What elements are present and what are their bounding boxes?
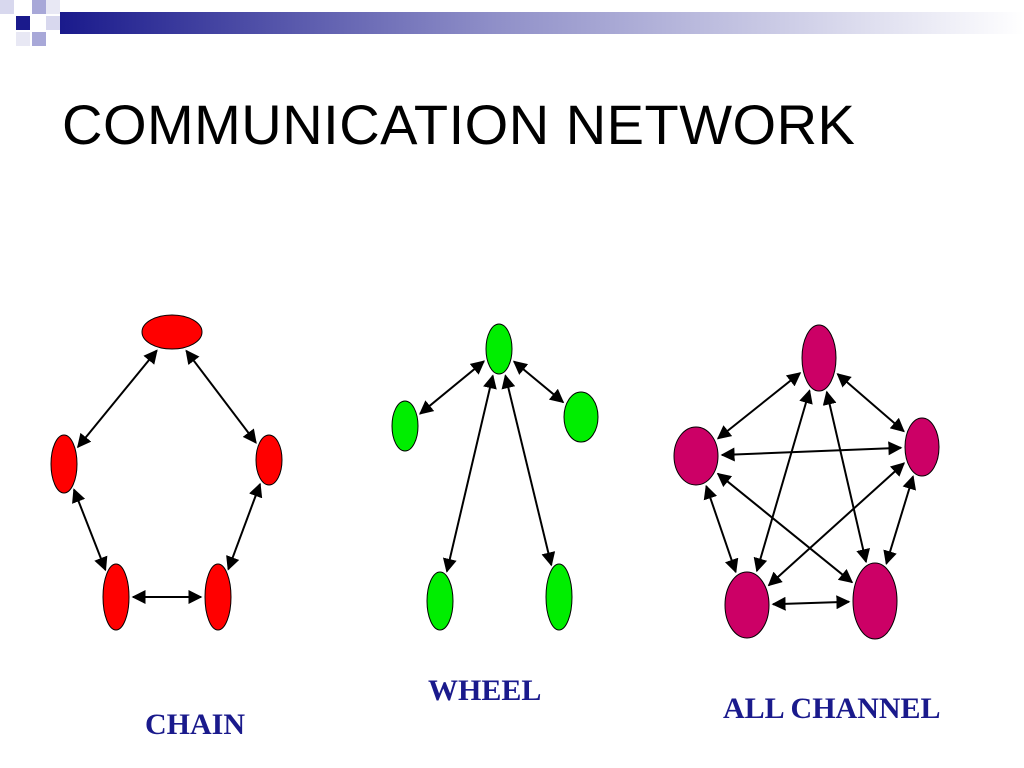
wheel-label: WHEEL xyxy=(428,674,542,707)
wheel-link xyxy=(501,374,556,567)
slide-header-decoration xyxy=(0,0,1024,46)
chain-label: CHAIN xyxy=(145,708,246,741)
wheel-node xyxy=(485,323,513,375)
chain-node xyxy=(50,434,78,494)
all-channel-link xyxy=(703,484,739,574)
header-gradient-band xyxy=(60,12,1024,34)
chain-link xyxy=(77,349,158,449)
wheel-node xyxy=(563,391,599,443)
all-channel-node xyxy=(673,426,719,486)
all-channel-link xyxy=(883,475,917,565)
header-square xyxy=(32,0,46,14)
chain-link xyxy=(226,482,263,571)
all-channel-label: ALL CHANNEL xyxy=(723,692,941,725)
all-channel-link xyxy=(753,389,813,573)
slide-title: COMMUNICATION NETWORK xyxy=(62,93,856,156)
wheel-link xyxy=(512,360,565,404)
chain-node xyxy=(141,314,203,350)
wheel-network xyxy=(391,323,599,631)
header-square xyxy=(16,16,30,30)
header-square xyxy=(0,0,14,14)
all-channel-link xyxy=(771,595,851,611)
all-channel-node xyxy=(904,417,940,477)
chain-link xyxy=(185,349,257,444)
all-channel-link xyxy=(767,462,906,587)
chain-node xyxy=(255,434,283,486)
wheel-link xyxy=(419,360,485,415)
all-channel-link xyxy=(822,390,870,564)
header-square xyxy=(32,32,46,46)
wheel-node xyxy=(391,400,419,452)
wheel-node xyxy=(545,563,573,631)
chain-network xyxy=(50,314,283,631)
all-channel-node xyxy=(724,571,770,639)
all-channel-node xyxy=(801,324,837,392)
all-channel-link xyxy=(720,441,903,462)
chain-node xyxy=(204,563,232,631)
all-channel-node xyxy=(852,562,898,640)
all-channel-network xyxy=(673,324,940,640)
chain-node xyxy=(102,563,130,631)
wheel-node xyxy=(426,571,454,631)
wheel-link xyxy=(442,374,497,573)
header-square xyxy=(46,0,60,14)
header-square xyxy=(16,32,30,46)
all-channel-link xyxy=(836,373,905,433)
all-channel-link xyxy=(716,372,802,440)
chain-link xyxy=(72,488,108,572)
header-square xyxy=(46,16,60,30)
